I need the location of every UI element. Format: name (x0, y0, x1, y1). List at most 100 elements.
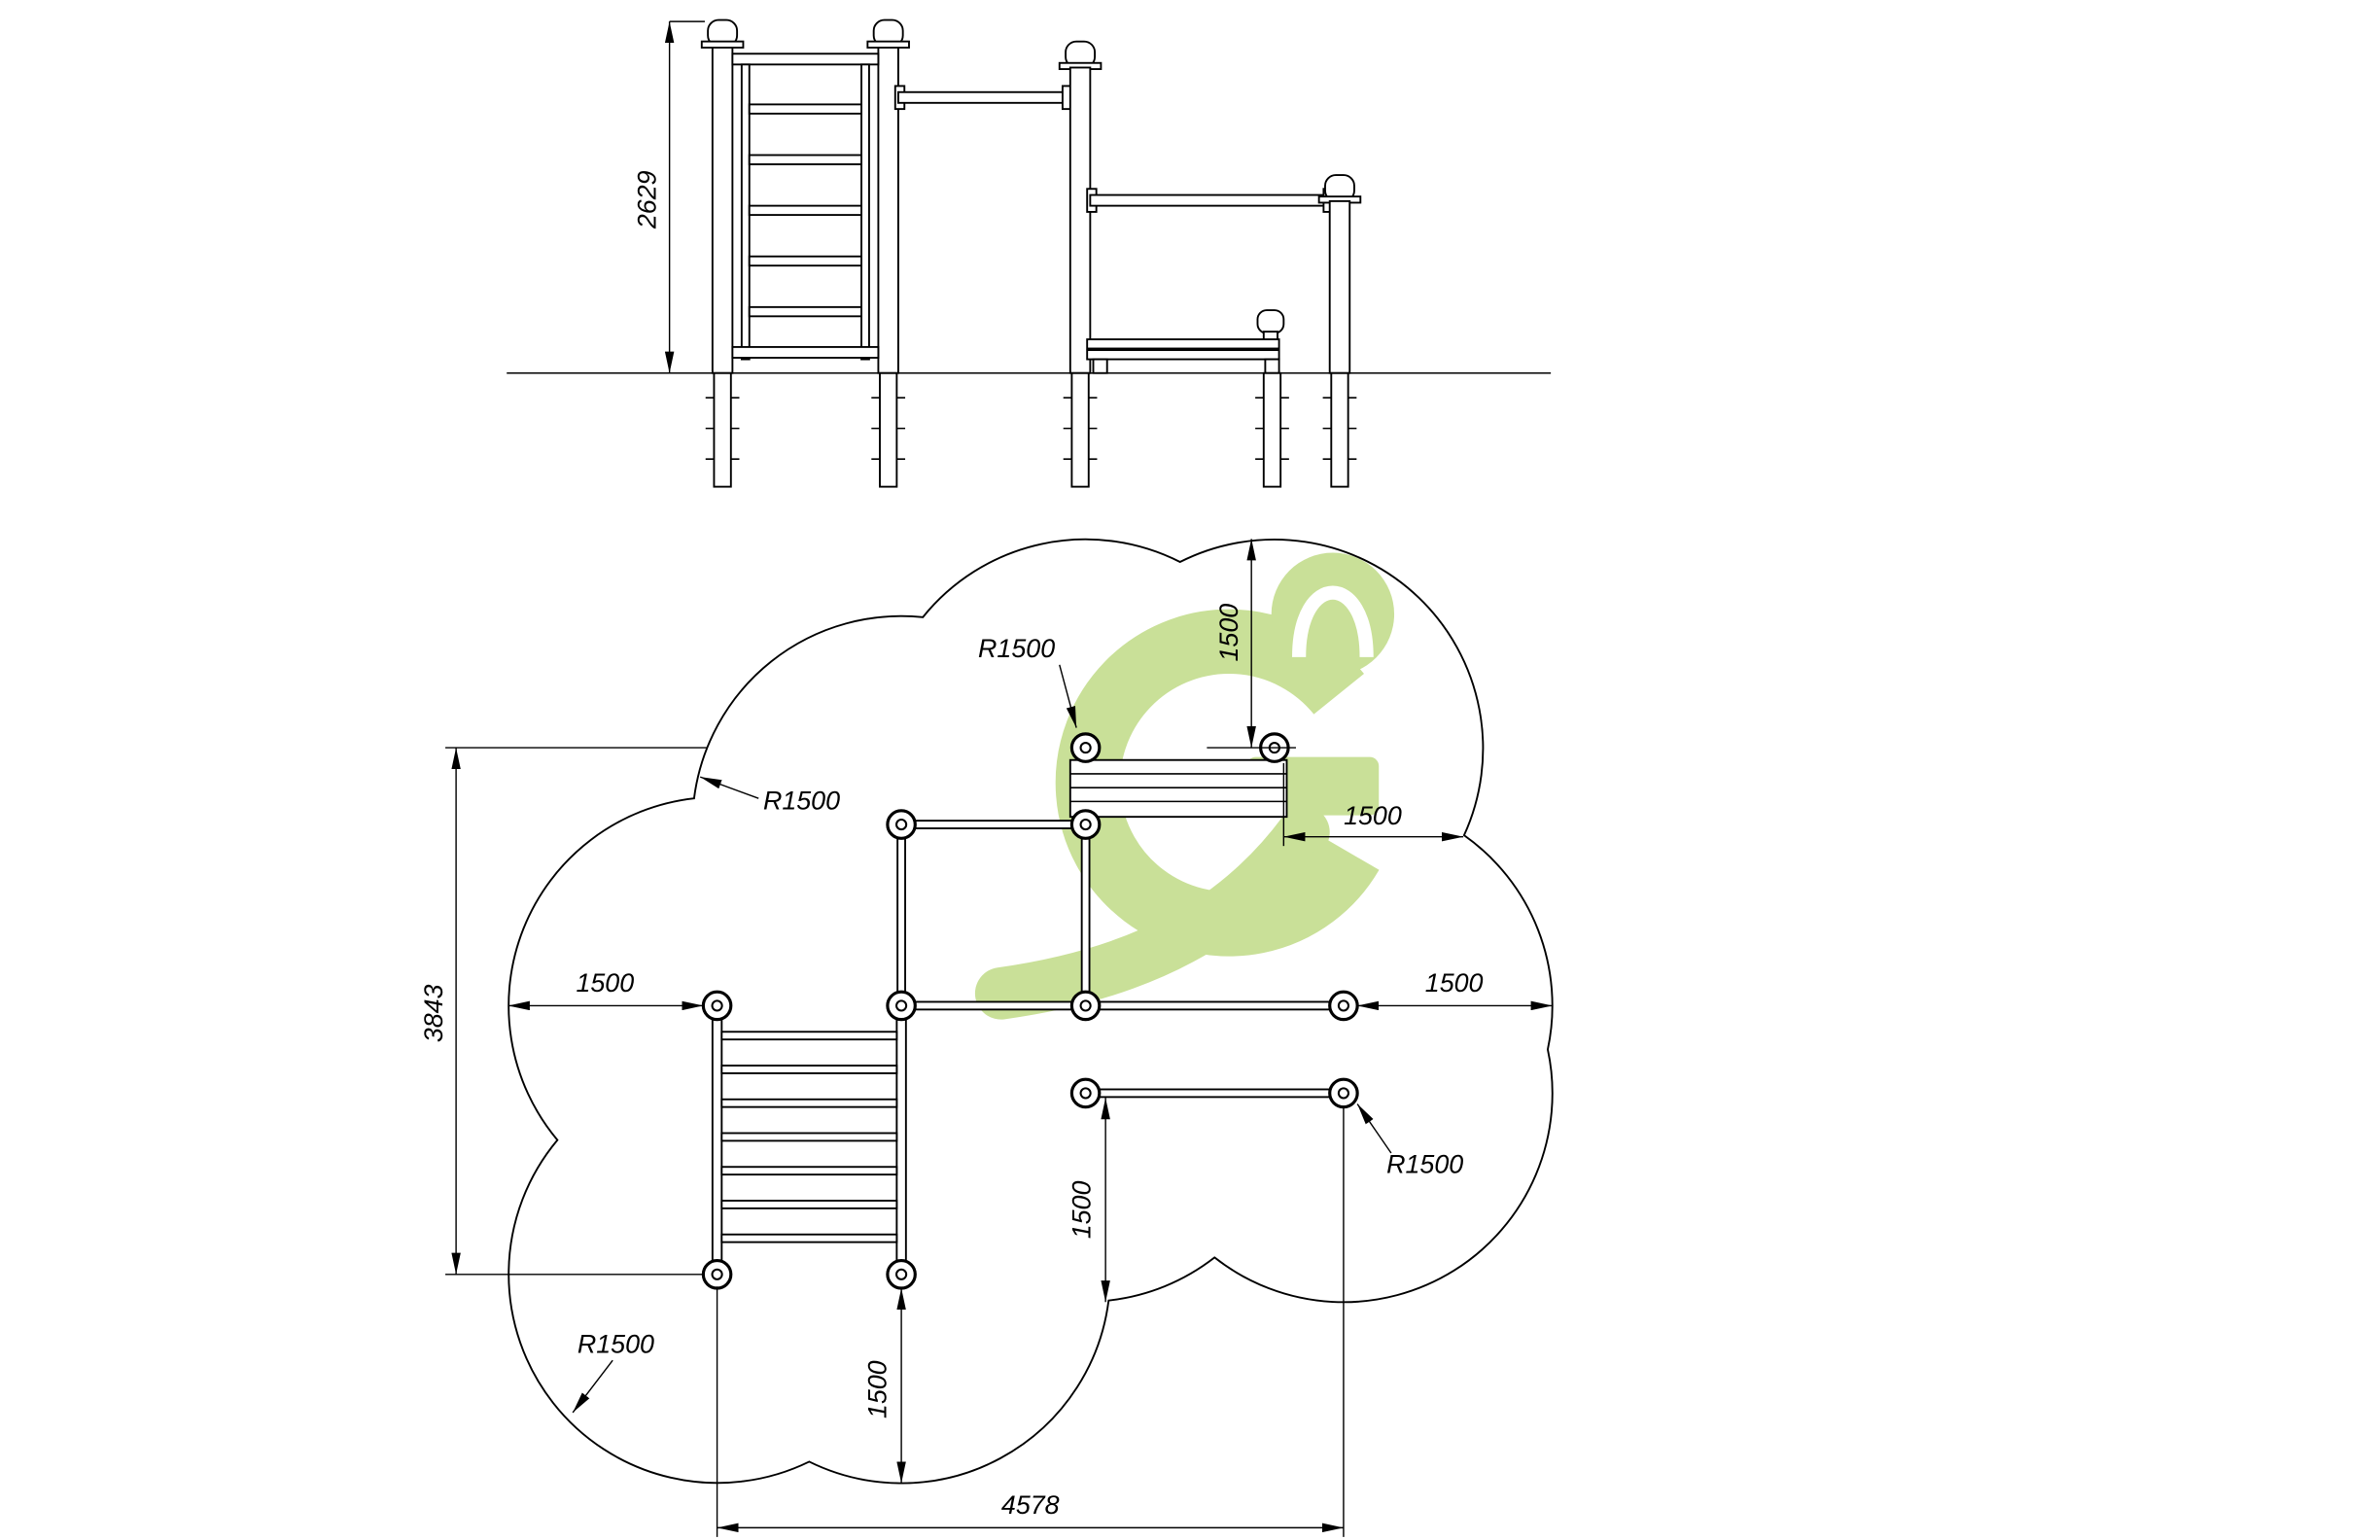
frame-bar (896, 823, 906, 1007)
dimension-offset-right: 1500 (1357, 968, 1553, 1011)
radius-label: R1500 (978, 634, 1055, 663)
dimension-label: 1500 (1344, 801, 1402, 830)
dimension-offset-ladder: 1500 (862, 1288, 906, 1484)
ladder-rung (720, 1200, 898, 1209)
post-marker (1328, 1077, 1359, 1109)
radius-label: R1500 (578, 1329, 654, 1358)
post (1068, 66, 1092, 374)
ladder-rung (748, 204, 862, 217)
dimension-offset-bench: 1500 (1282, 762, 1464, 847)
bench-slat (1086, 338, 1280, 350)
ladder-rung (720, 1065, 898, 1074)
post-marker (1328, 990, 1359, 1022)
sg-logo-watermark (974, 552, 1395, 1020)
dimension-label: 2629 (632, 170, 661, 229)
ladder-rung (748, 255, 862, 267)
low-bar-elevation (1086, 174, 1362, 374)
anchor (1070, 371, 1090, 488)
dimension-overall-width: 4578 (716, 1105, 1345, 1537)
dimension-label: 1500 (1067, 1181, 1096, 1240)
leader-line (1356, 1103, 1392, 1154)
post-marker (701, 990, 733, 1022)
ladder-rung (720, 1098, 898, 1108)
radius-callout-bottom: R1500 (572, 1329, 654, 1414)
frame-bar (1084, 1088, 1345, 1099)
dimension-label: 4578 (1001, 1490, 1060, 1520)
bench-slat (1086, 349, 1280, 361)
dimension-label: 1500 (1214, 604, 1243, 662)
ladder-rung (748, 103, 862, 115)
plan-ladder (711, 1004, 907, 1276)
anchor (713, 371, 732, 488)
post-markers (701, 732, 1359, 1290)
bench-support (1264, 358, 1280, 374)
bar (1089, 193, 1334, 207)
dimension-overall-height: 2629 (632, 20, 705, 373)
anchor-ticks (871, 397, 906, 460)
post-marker (701, 1258, 733, 1290)
frame-bar (900, 820, 1087, 829)
logo-handle-patch (1271, 552, 1395, 676)
dimension-overall-depth: 3843 (419, 747, 707, 1276)
ladder-side-rail (860, 63, 870, 361)
dimension-offset-mid: 1500 (1067, 1098, 1110, 1303)
swedish-wall-elevation (700, 18, 910, 374)
ladder-rung (748, 305, 862, 318)
ladder-rung (720, 1233, 898, 1243)
high-bar-elevation (893, 40, 1102, 374)
ladder-rail (711, 1004, 723, 1276)
ladder-top-rail (731, 52, 880, 66)
dimension-label: 1500 (1425, 968, 1484, 998)
ground-anchors (705, 371, 1357, 488)
ladder-bottom-rail (731, 345, 880, 359)
ladder-rung (720, 1166, 898, 1176)
bench-elevation (1086, 309, 1285, 374)
ladder-rung (720, 1031, 898, 1041)
dimension-offset-top: 1500 (1207, 539, 1296, 749)
post-marker (886, 809, 917, 840)
anchor-ticks (1322, 397, 1357, 460)
radius-callout-left: R1500 (699, 776, 840, 815)
ladder-rung (720, 1132, 898, 1142)
ladder-rail (895, 1004, 907, 1276)
radius-callout-top: R1500 (978, 634, 1077, 728)
leader-line (1059, 664, 1077, 728)
bar (896, 90, 1074, 104)
frame-bar (900, 1000, 1087, 1011)
radius-label: R1500 (763, 786, 840, 815)
bench-cap (1256, 309, 1285, 334)
post-marker (1069, 809, 1102, 840)
dimension-label: 1500 (862, 1360, 892, 1418)
anchor-ticks (705, 397, 740, 460)
dimension-label: 1500 (576, 968, 634, 998)
post-marker (1069, 732, 1102, 763)
post (1328, 199, 1351, 374)
plan-bench (1068, 758, 1288, 819)
frame-bar (1084, 1000, 1345, 1011)
anchor-ticks (1063, 397, 1098, 460)
frame-bar (1080, 823, 1091, 1007)
anchor (1262, 371, 1282, 488)
anchor (879, 371, 898, 488)
post-marker (1069, 1077, 1102, 1109)
anchor-ticks (1255, 397, 1289, 460)
leader-line (572, 1359, 613, 1414)
leader-line (699, 776, 759, 799)
ladder-side-rail (740, 63, 751, 361)
logo-handle-icon (1292, 585, 1374, 658)
elevation-view: 2629 (507, 18, 1552, 488)
bench-slat-lines (1069, 773, 1287, 803)
plan-view: 3843 1500 1500 1500 1500 1500 (419, 538, 1554, 1537)
anchor (1330, 371, 1349, 488)
radius-label: R1500 (1386, 1150, 1463, 1179)
post-marker (1069, 990, 1102, 1022)
ladder-rung (748, 154, 862, 165)
dimension-offset-left: 1500 (508, 968, 704, 1011)
post (711, 47, 734, 374)
safety-zone-outline (508, 538, 1554, 1485)
post-marker (886, 990, 917, 1022)
bench-support (1092, 358, 1108, 374)
post-marker (886, 1258, 917, 1290)
